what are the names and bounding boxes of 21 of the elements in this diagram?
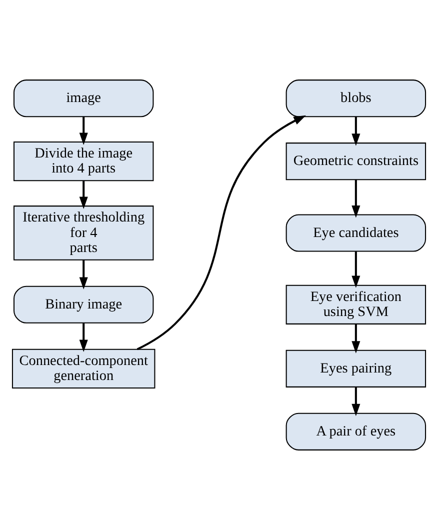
node-box: Iterative thresholding for 4 parts	[13, 205, 154, 260]
arrow	[79, 180, 88, 209]
node-box: Binary image	[13, 285, 154, 323]
arrow	[352, 179, 360, 218]
node-box: image	[13, 79, 154, 117]
arrow	[79, 259, 88, 289]
node-box: Eyes pairing	[286, 349, 426, 387]
arrow	[352, 251, 360, 288]
arrow	[136, 114, 306, 350]
node-box: Eye candidates	[286, 214, 426, 252]
node-box: A pair of eyes	[286, 412, 426, 450]
arrow	[352, 116, 360, 146]
arrow	[352, 386, 360, 416]
node-box: Eye verification using SVM	[286, 284, 426, 324]
node-box: Geometric constraints	[286, 142, 426, 180]
node-box: Divide the image into 4 parts	[13, 141, 154, 181]
node-box: Connected-component generation	[12, 348, 156, 388]
arrow	[352, 324, 360, 353]
node-box: blobs	[286, 79, 426, 117]
arrow	[79, 322, 88, 352]
arrow	[79, 116, 88, 144]
